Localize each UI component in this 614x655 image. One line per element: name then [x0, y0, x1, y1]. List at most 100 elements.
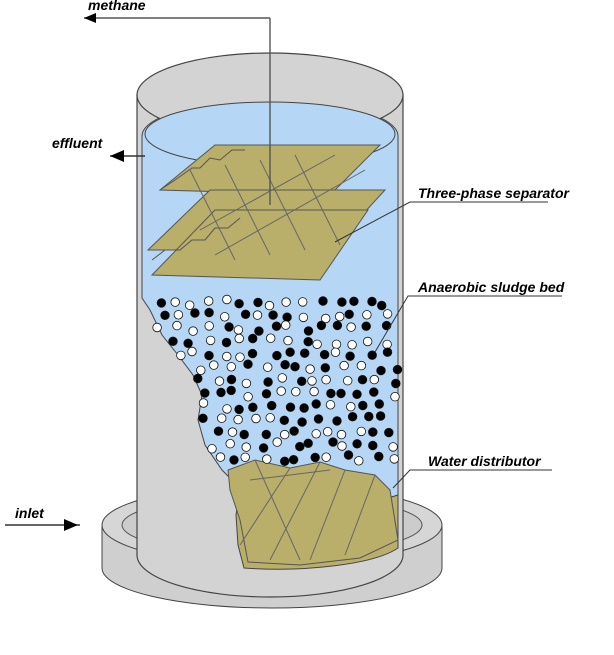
sludge-granules: [152, 294, 403, 467]
granule-light: [346, 402, 356, 412]
granule-dark: [349, 296, 359, 307]
granule-dark: [319, 349, 330, 360]
label-methane: methane: [88, 0, 146, 13]
granule-light: [330, 347, 341, 358]
label-inlet: inlet: [15, 505, 45, 521]
granule-light: [321, 375, 331, 385]
granule-dark: [345, 351, 355, 361]
granule-dark: [352, 439, 362, 449]
granule-dark: [352, 389, 362, 400]
granule-light: [264, 300, 275, 311]
granule-light: [187, 346, 197, 357]
granule-light: [207, 444, 217, 454]
methane-arrow-icon: [84, 13, 96, 23]
granule-light: [321, 313, 331, 324]
granule-light: [222, 404, 232, 414]
granule-dark: [367, 350, 377, 360]
granule-dark: [392, 364, 403, 375]
granule-dark: [336, 388, 346, 399]
granule-light: [227, 427, 238, 437]
granule-dark: [357, 375, 368, 385]
granule-light: [356, 360, 367, 371]
granule-dark: [295, 441, 305, 452]
granule-light: [281, 320, 291, 330]
granule-dark: [382, 347, 393, 357]
granule-dark: [285, 402, 296, 412]
granule-dark: [200, 388, 210, 398]
granule-dark: [221, 337, 232, 348]
granule-dark: [326, 388, 336, 399]
granule-dark: [328, 437, 338, 447]
granule-light: [336, 429, 347, 440]
granule-dark: [368, 427, 378, 437]
granule-light: [347, 340, 357, 350]
granule-dark: [303, 326, 314, 336]
granule-light: [205, 335, 216, 346]
granule-light: [152, 322, 162, 333]
granule-light: [184, 300, 195, 310]
granule-dark: [364, 411, 374, 422]
granule-dark: [381, 320, 392, 331]
granule-light: [276, 386, 286, 396]
granule-dark: [168, 336, 178, 347]
granule-dark: [368, 440, 378, 451]
granule-dark: [272, 350, 282, 361]
granule-dark: [253, 297, 263, 308]
granule-dark: [204, 307, 214, 318]
granule-dark: [156, 298, 167, 308]
granule-dark: [248, 402, 258, 413]
granule-dark: [303, 438, 313, 449]
label-water-distributor: Water distributor: [428, 453, 542, 469]
granule-light: [363, 336, 373, 347]
granule-dark: [320, 363, 331, 373]
granule-dark: [285, 347, 295, 357]
granule-light: [382, 339, 392, 350]
granule-dark: [347, 412, 358, 422]
granule-dark: [226, 385, 236, 396]
granule-light: [298, 312, 309, 323]
granule-dark: [288, 455, 299, 465]
granule-light: [251, 413, 261, 424]
granule-dark: [316, 320, 327, 331]
granule-dark: [263, 377, 273, 387]
granule-light: [234, 333, 244, 344]
granule-dark: [234, 299, 244, 309]
granule-light: [204, 321, 214, 331]
granule-dark: [280, 360, 290, 370]
granule-light: [382, 309, 393, 319]
granule-light: [209, 360, 219, 370]
granule-dark: [361, 321, 371, 331]
granule-light: [241, 378, 252, 389]
granule-dark: [280, 456, 290, 467]
granule-dark: [369, 387, 379, 397]
granule-light: [281, 297, 291, 307]
granule-light: [291, 387, 301, 397]
granule-dark: [229, 455, 239, 465]
granule-light: [389, 454, 400, 464]
granule-dark: [226, 374, 237, 385]
granule-dark: [198, 413, 208, 424]
granule-light: [335, 311, 345, 322]
granule-light: [369, 374, 380, 385]
granule-light: [263, 362, 273, 372]
granule-light: [243, 392, 253, 402]
granule-light: [198, 398, 209, 408]
granule-light: [339, 360, 349, 371]
granule-dark: [332, 320, 343, 331]
granule-light: [331, 339, 342, 350]
granule-light: [188, 326, 198, 336]
granule-dark: [243, 359, 253, 369]
granule-dark: [384, 427, 394, 438]
granule-light: [280, 429, 290, 440]
granule-light: [241, 442, 251, 452]
granule-light: [265, 413, 275, 423]
granule-dark: [343, 450, 354, 460]
granule-light: [176, 350, 186, 361]
granule-dark: [391, 378, 401, 389]
granule-dark: [374, 451, 384, 462]
granule-dark: [376, 365, 386, 376]
granule-light: [307, 376, 317, 386]
granule-light: [321, 452, 331, 462]
granule-light: [323, 427, 333, 437]
